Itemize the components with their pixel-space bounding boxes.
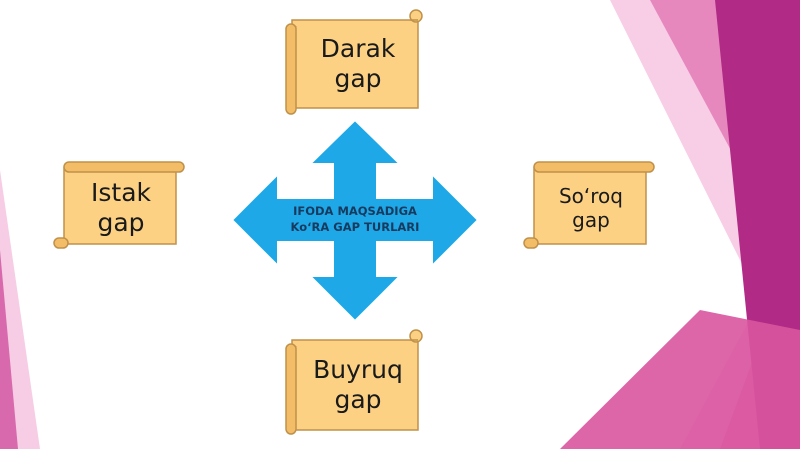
scroll-line2: gap [572,208,610,232]
scroll-shape [285,329,423,435]
scroll-darak-gap: Darak gap [282,6,428,116]
center-label-line1: IFODA MAQSADIGA [293,204,417,218]
scroll-line1: Istak [91,178,151,207]
scroll-line2: gap [334,64,382,93]
center-label: IFODA MAQSADIGA Ko‘RA GAP TURLARI [270,204,440,235]
center-label-line2: Ko‘RA GAP TURLARI [290,219,420,234]
scroll-text: Istak gap [66,172,176,244]
scroll-text: Darak gap [298,22,418,106]
scroll-text: Buyruq gap [298,342,418,428]
scroll-buyruq-gap: Buyruq gap [282,326,428,438]
bg-shape-left-fade [0,170,40,449]
scroll-soroq-gap: So‘roq gap [522,160,658,252]
scroll-shape [53,161,185,249]
scroll-line2: gap [334,385,382,414]
scroll-text: So‘roq gap [536,172,646,244]
scroll-line1: So‘roq [558,184,623,208]
bg-shape-right-band [560,310,800,449]
four-way-arrow [230,118,480,323]
scroll-line2: gap [97,208,145,237]
scroll-shape [285,9,423,115]
four-way-arrow-shape [230,118,480,323]
scroll-line1: Buyruq [313,355,403,384]
scroll-istak-gap: Istak gap [52,160,188,252]
scroll-line1: Darak [320,34,396,63]
scroll-shape [523,161,655,249]
